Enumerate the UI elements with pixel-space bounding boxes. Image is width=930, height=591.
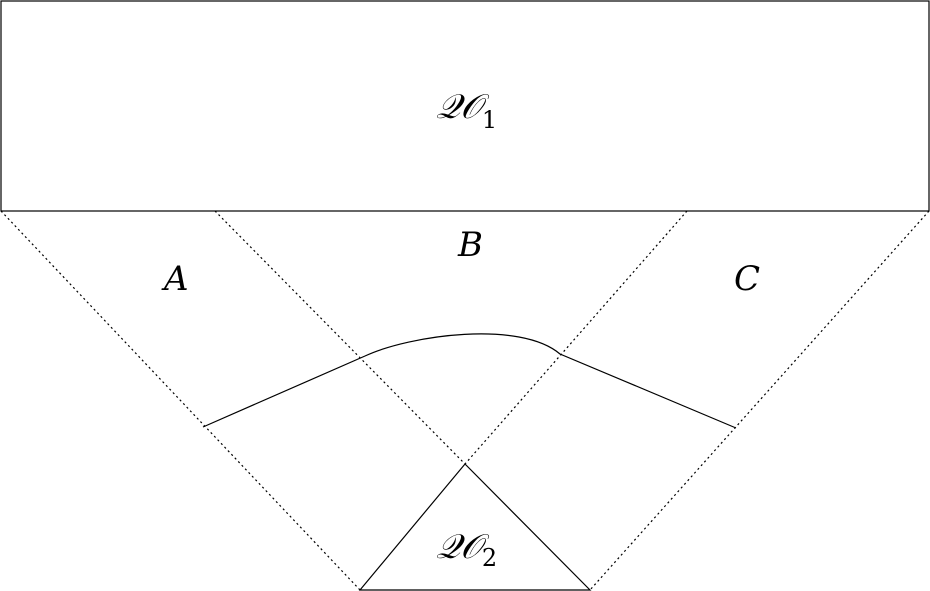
right-inner-diagonal (464, 210, 688, 465)
qo1-label: 𝒬𝒪1 (436, 87, 497, 134)
qo1-label-sub: 1 (482, 106, 497, 134)
left-outer-boundary (0, 210, 361, 591)
qo1-box (0, 0, 930, 212)
qo2-label-sub: 2 (482, 544, 497, 572)
curved-surface (202, 333, 737, 429)
qo2-label-main: 𝒬𝒪 (436, 527, 489, 567)
qo1-label-main: 𝒬𝒪 (436, 87, 489, 127)
region-b-label: B (457, 225, 483, 265)
region-a-label: A (161, 259, 189, 299)
left-inner-diagonal (214, 210, 466, 465)
qo2-triangle (358, 463, 592, 591)
qo2-label: 𝒬𝒪2 (436, 527, 497, 572)
region-c-label: C (734, 259, 760, 299)
